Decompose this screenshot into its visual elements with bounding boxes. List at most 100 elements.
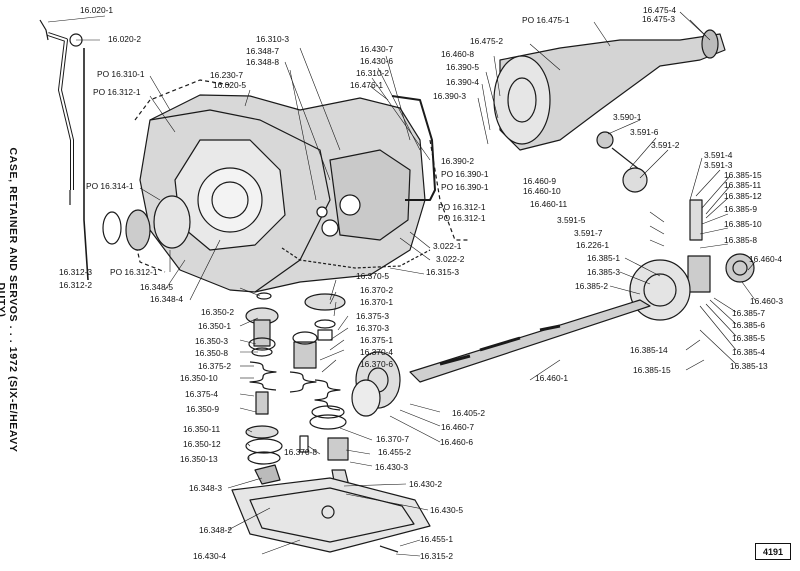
part-label: 16.430-4: [193, 551, 227, 561]
part-label: 3.591-7: [574, 228, 603, 238]
part-label: 16.385-11: [724, 180, 762, 190]
output-flange: [351, 351, 401, 417]
part-label: 16.348-3: [189, 483, 223, 493]
part-label: 16.375-1: [360, 335, 394, 345]
part-label: 16.405-2: [452, 408, 486, 418]
part-label: 16.310-3: [256, 34, 290, 44]
part-label: 16.020-2: [108, 34, 142, 44]
part-label: 16.348-7: [246, 46, 280, 56]
part-label: 3.591-6: [630, 127, 659, 137]
case-gasket: [281, 247, 431, 269]
part-label: 16.385-5: [732, 333, 766, 343]
part-label: 16.370-2: [360, 285, 394, 295]
part-label: 16.348-8: [246, 57, 280, 67]
part-label: 16.385-10: [724, 219, 762, 229]
part-label: 16.350-8: [195, 348, 229, 358]
part-label: 16.348-2: [199, 525, 233, 535]
side-title: CASE, RETAINER AND SERVOS . . . 1972 (SI…: [0, 147, 19, 453]
part-label: 16.350-13: [180, 454, 218, 464]
part-label: 16.312-3: [59, 267, 93, 277]
part-label: 16.350-2: [201, 307, 235, 317]
part-label: 3.590-1: [613, 112, 642, 122]
part-label: 16.315-2: [420, 551, 454, 561]
part-label: PO 16.314-1: [86, 181, 134, 191]
part-label: 16.226-1: [576, 240, 610, 250]
part-label: 16.430-5: [430, 505, 464, 515]
part-label: 3.591-2: [651, 140, 680, 150]
oil-pan: [231, 477, 431, 553]
part-label: 16.390-4: [446, 77, 480, 87]
part-label: PO 16.475-1: [522, 15, 570, 25]
part-label: 3.591-4: [704, 150, 733, 160]
transmission-case: [139, 94, 426, 293]
part-label: 16.390-5: [446, 62, 480, 72]
part-label: 16.385-12: [724, 191, 762, 201]
part-label: PO 16.312-1: [438, 202, 486, 212]
part-label: 16.312-2: [59, 280, 93, 290]
part-label: 3.022-2: [436, 254, 465, 264]
part-label: 3.022-1: [433, 241, 462, 251]
part-label: 16.370-3: [356, 323, 390, 333]
part-label: 16.460-4: [749, 254, 783, 264]
part-label: 16.430-2: [409, 479, 443, 489]
governor-assembly: [629, 199, 755, 321]
part-label: 16.385-15: [724, 170, 762, 180]
part-label: 16.350-1: [198, 321, 232, 331]
part-label: 3.591-5: [557, 215, 586, 225]
part-label: 16.350-3: [195, 336, 229, 346]
part-label: 16.390-2: [441, 156, 475, 166]
part-label: 16.460-1: [535, 373, 569, 383]
page-number: 4191: [755, 543, 791, 560]
dipstick-rod: [83, 48, 89, 281]
speedometer-gear: [596, 131, 648, 193]
part-label: 16.370-5: [356, 271, 390, 281]
front-servo-stack: [245, 292, 283, 465]
part-label: 16.455-2: [378, 447, 412, 457]
part-label: 16.385-14: [630, 345, 668, 355]
part-label: 16.475-3: [642, 14, 676, 24]
part-label: PO 16.312-1: [93, 87, 141, 97]
part-label: PO 16.312-1: [438, 213, 486, 223]
part-label: 16.460-10: [523, 186, 561, 196]
part-label: 3.591-3: [704, 160, 733, 170]
part-label: 16.385-7: [732, 308, 766, 318]
part-label: 16.370-4: [360, 347, 394, 357]
part-label: 16.385-13: [730, 361, 768, 371]
part-label: 16.370-7: [376, 434, 410, 444]
part-label: 16.475-4: [643, 5, 677, 15]
part-label: 16.455-1: [420, 534, 454, 544]
extension-housing: [493, 29, 726, 151]
part-label: 16.348-4: [150, 294, 184, 304]
part-label: 16.385-8: [724, 235, 758, 245]
part-label: 16.230-7: [210, 70, 244, 80]
part-label: 16.460-6: [440, 437, 474, 447]
part-label: PO 16.312-1: [110, 267, 158, 277]
part-label: 16.350-12: [183, 439, 221, 449]
part-label: 16.460-11: [530, 199, 568, 209]
part-label: 16.350-11: [183, 424, 221, 434]
part-label: PO 16.390-1: [441, 182, 489, 192]
part-label: 16.350-9: [186, 404, 220, 414]
part-label: 16.020-5: [213, 80, 247, 90]
part-label: 16.375-2: [198, 361, 232, 371]
part-label: PO 16.310-1: [97, 69, 145, 79]
part-label: 16.460-3: [750, 296, 784, 306]
part-label: 16.385-1: [587, 253, 621, 263]
part-label: 16.385-3: [587, 267, 621, 277]
part-label: 16.430-3: [375, 462, 409, 472]
part-label: 16.385-15: [633, 365, 671, 375]
part-label: 16.370-8: [284, 447, 318, 457]
part-label: 16.460-8: [441, 49, 475, 59]
part-label: 16.430-6: [360, 56, 394, 66]
front-pump: [102, 195, 191, 251]
leader-lines: [47, 11, 756, 557]
part-label: PO 16.390-1: [441, 169, 489, 179]
output-shaft: [409, 299, 651, 383]
part-label: 16.370-1: [360, 297, 394, 307]
filler-tube: [39, 19, 83, 205]
part-label: 16.350-10: [180, 373, 218, 383]
part-label: 16.375-3: [356, 311, 390, 321]
part-label: 16.476-1: [350, 80, 384, 90]
part-label: 16.315-3: [426, 267, 460, 277]
part-label: 16.385-6: [732, 320, 766, 330]
